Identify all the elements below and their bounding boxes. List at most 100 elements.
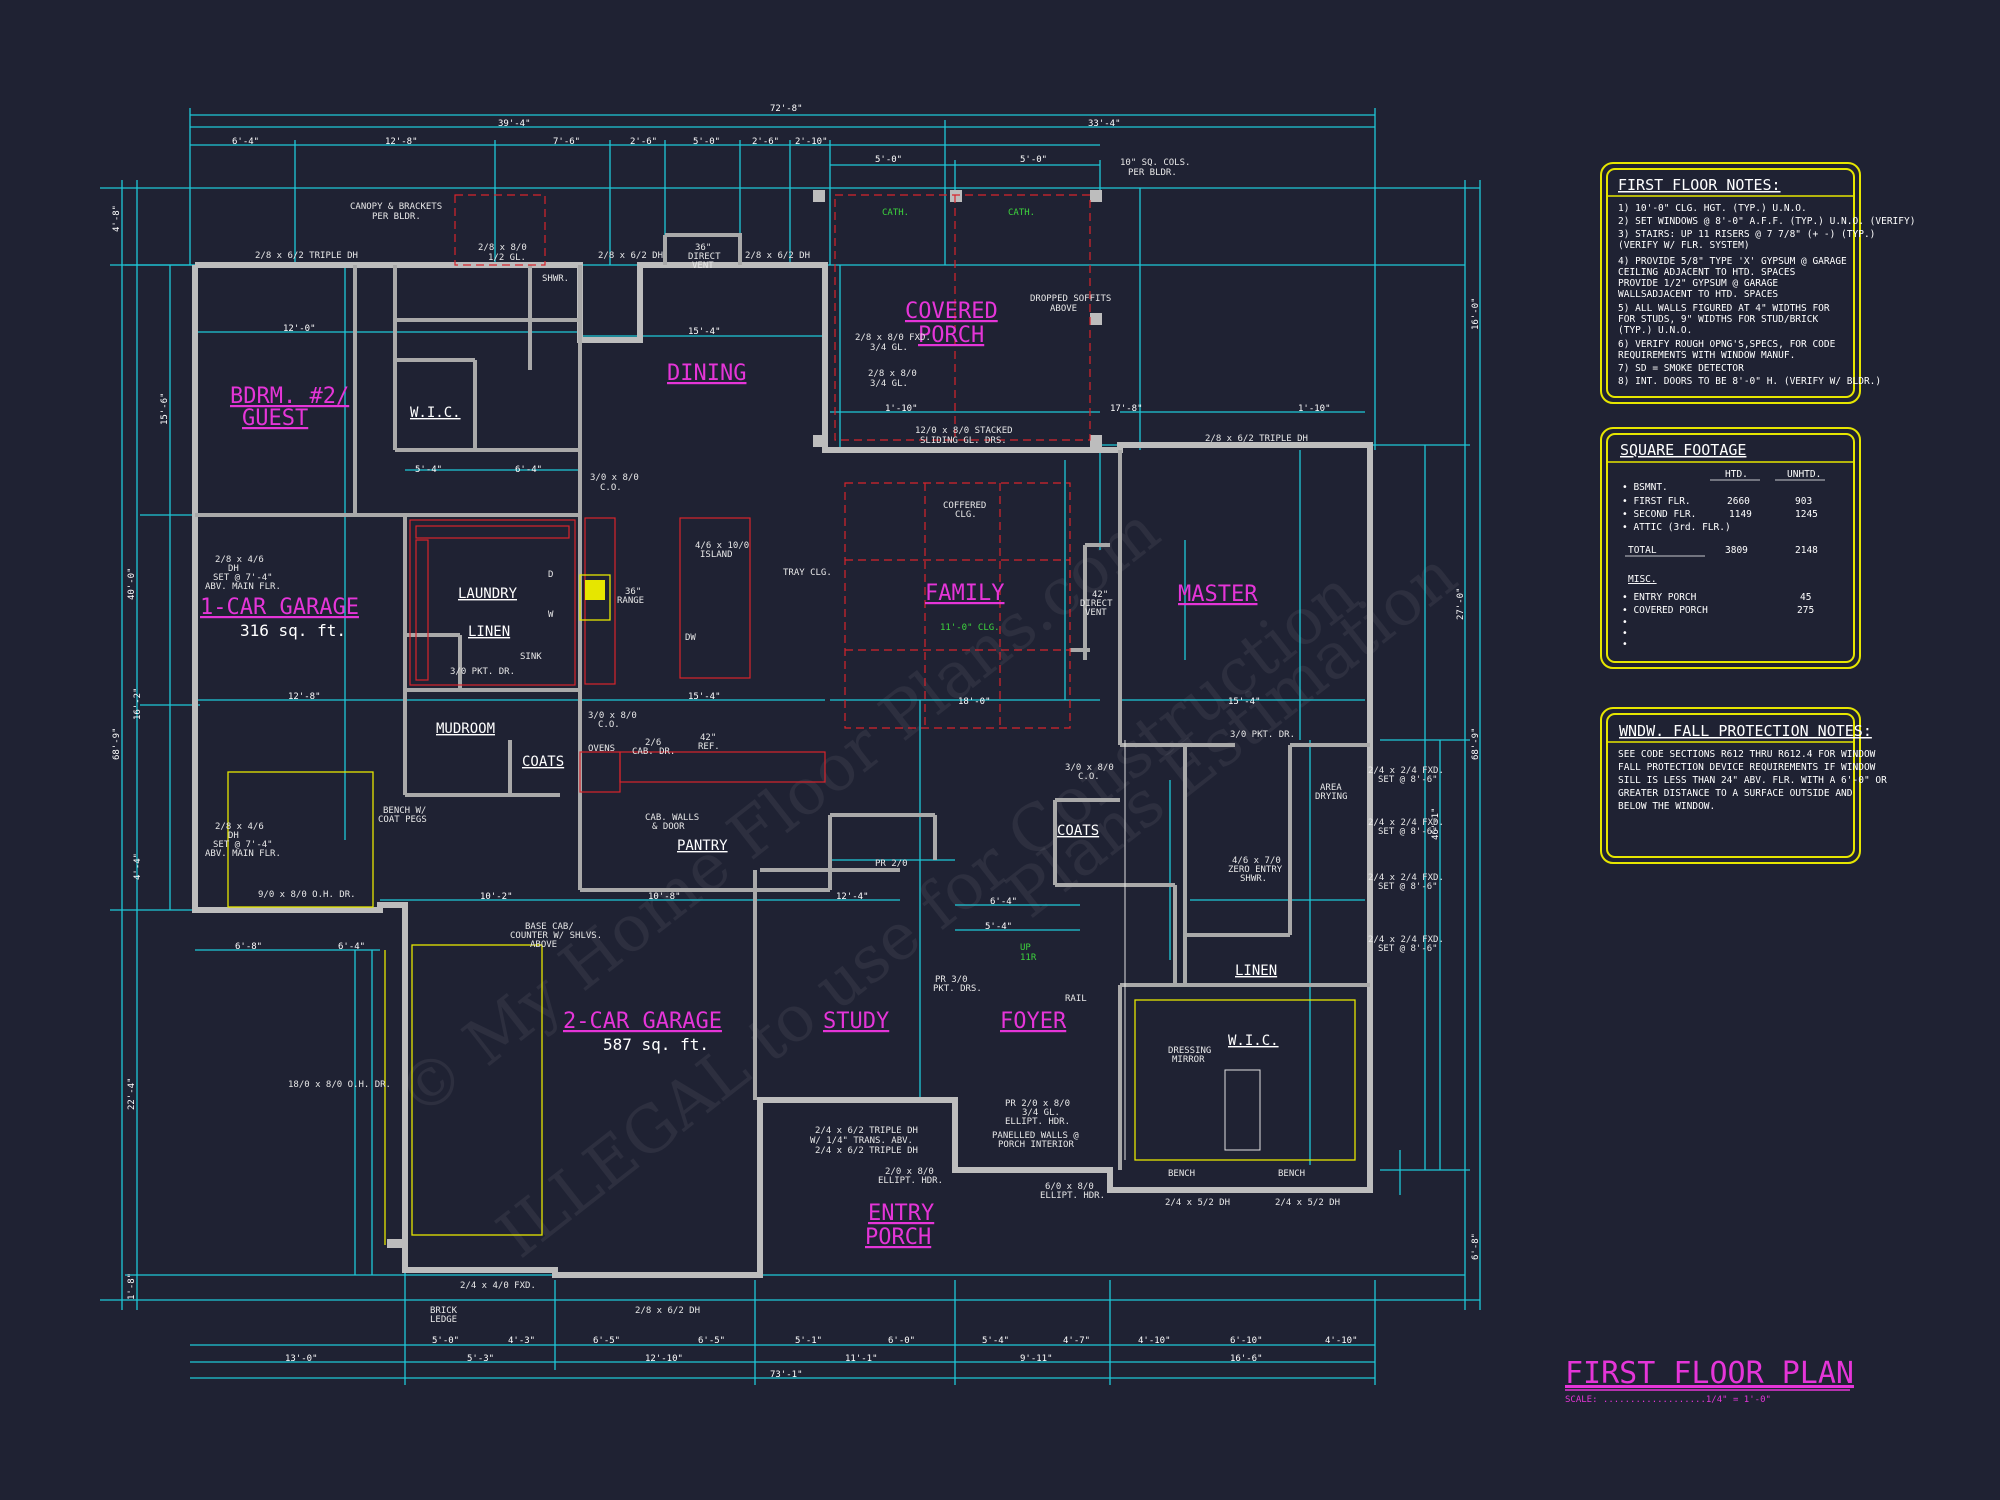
note-pocket-doors: PKT. DRS. bbox=[933, 984, 982, 994]
note-per-bldr: PER BLDR. bbox=[372, 212, 421, 222]
room-covered-porch-line1: COVERED bbox=[905, 299, 998, 324]
note-fixed-bottom: 2/4 x 4/0 FXD. bbox=[460, 1281, 536, 1291]
note-fixed-right-set-4: SET @ 8'-6" bbox=[1378, 944, 1438, 954]
note-pr30: PR 3/0 bbox=[935, 975, 968, 985]
dim-top-8: 5'-0" bbox=[875, 155, 902, 165]
first-floor-note-3b: (VERIFY W/ FLR. SYSTEM) bbox=[1618, 240, 1750, 251]
sqft-misc-blank-3: • bbox=[1622, 639, 1628, 650]
dim-bottom-b1: 5'-0" bbox=[432, 1336, 459, 1346]
note-vent: VENT bbox=[692, 261, 714, 271]
note-garage-window-2: 2/8 x 4/6 bbox=[215, 822, 264, 832]
note-base-cab-counter: COUNTER W/ SHLVS. bbox=[510, 931, 602, 941]
note-cab-walls-door: & DOOR bbox=[652, 822, 685, 832]
sqft-col-unhtd: UNHTD. bbox=[1787, 469, 1821, 480]
dim-right-1: 16'-0" bbox=[1471, 297, 1481, 330]
fall-note-2: FALL PROTECTION DEVICE REQUIREMENTS IF W… bbox=[1618, 762, 1876, 773]
dim-int-1: 12'-0" bbox=[283, 324, 316, 334]
room-covered-porch-line2: PORCH bbox=[918, 323, 984, 348]
note-co-6: C.O. bbox=[1078, 772, 1100, 782]
note-ledge: LEDGE bbox=[430, 1315, 457, 1325]
note-fixed-right-set-1: SET @ 8'-6" bbox=[1378, 775, 1438, 785]
dim-left-ll2: 16'-2" bbox=[133, 687, 143, 720]
dim-int-4: 15'-4" bbox=[688, 692, 721, 702]
note-pr-door: PR 2/0 x 8/0 bbox=[1005, 1099, 1070, 1109]
room-wic: W.I.C. bbox=[410, 405, 461, 421]
sqft-total-htd: 3809 bbox=[1725, 545, 1748, 556]
note-direct-vent-size: 36" bbox=[695, 243, 711, 253]
dim-right-total: 68'-9" bbox=[1471, 727, 1481, 760]
plan-scale: SCALE: ...................1/4" = 1'-0" bbox=[1565, 1395, 1771, 1405]
note-fixed-right-4: 2/4 x 2/4 FXD. bbox=[1368, 935, 1444, 945]
first-floor-note-3: 3) STAIRS: UP 11 RISERS @ 7 7/8" (+ -) (… bbox=[1618, 229, 1875, 240]
note-fixed-window-2: 2/8 x 8/0 bbox=[868, 369, 917, 379]
dim-int-8: 10'-8" bbox=[648, 892, 681, 902]
room-linen-2: LINEN bbox=[1235, 963, 1277, 979]
note-zero-entry: ZERO ENTRY bbox=[1228, 865, 1283, 875]
sqft-misc-entry-val: 45 bbox=[1800, 592, 1811, 603]
dim-int-18: 6'-4" bbox=[515, 465, 542, 475]
dim-right-3: 6'-8" bbox=[1471, 1233, 1481, 1260]
dim-top-left: 39'-4" bbox=[498, 119, 531, 129]
cabinets-and-ceiling bbox=[409, 194, 1091, 793]
note-brick: BRICK bbox=[430, 1306, 458, 1316]
first-floor-note-7: 7) SD = SMOKE DETECTOR bbox=[1618, 363, 1744, 374]
note-cased-opening: 3/0 x 8/0 bbox=[590, 473, 639, 483]
annotations: CANOPY & BRACKETS PER BLDR. 2/8 x 6/2 TR… bbox=[205, 158, 1444, 1325]
note-window-28-62: 2/8 x 6/2 DH bbox=[598, 251, 663, 261]
fall-notes-title: WNDW. FALL PROTECTION NOTES: bbox=[1619, 722, 1872, 740]
note-fixed-right-set-3: SET @ 8'-6" bbox=[1378, 882, 1438, 892]
note-fixed-right-3: 2/4 x 2/4 FXD. bbox=[1368, 873, 1444, 883]
garage-doors bbox=[227, 740, 1356, 1245]
note-cols: 10" SQ. COLS. bbox=[1120, 158, 1190, 168]
note-fixed-right-set-2: SET @ 8'-6" bbox=[1378, 827, 1438, 837]
note-base-cab: BASE CAB/ bbox=[525, 922, 574, 932]
room-wic-2: W.I.C. bbox=[1228, 1033, 1279, 1049]
first-floor-note-5c: (TYP.) U.N.O. bbox=[1618, 325, 1692, 336]
note-ref: REF. bbox=[698, 742, 720, 752]
room-coats-2: COATS bbox=[1057, 823, 1099, 839]
sqft-misc-blank-1: • bbox=[1622, 617, 1628, 628]
dim-right-4: 46'-1" bbox=[1431, 807, 1441, 840]
room-pantry: PANTRY bbox=[677, 838, 728, 854]
sqft-row-first-htd: 2660 bbox=[1727, 496, 1750, 507]
note-dishwasher: DW bbox=[685, 633, 696, 643]
dim-bottom-b3: 6'-5" bbox=[593, 1336, 620, 1346]
dim-top-7: 2'-10" bbox=[795, 137, 828, 147]
dim-int-3: 12'-8" bbox=[288, 692, 321, 702]
note-co-5: 3/0 x 8/0 bbox=[1065, 763, 1114, 773]
square-footage-panel: SQUARE FOOTAGE HTD. UNHTD. • BSMNT. • FI… bbox=[1600, 427, 1861, 669]
room-dining: DINING bbox=[667, 361, 746, 386]
note-above: ABOVE bbox=[1050, 304, 1077, 314]
room-foyer: FOYER bbox=[1000, 1009, 1067, 1034]
note-porch-interior: PORCH INTERIOR bbox=[998, 1140, 1074, 1150]
dim-top-3: 7'-6" bbox=[553, 137, 580, 147]
dim-bottom-b12: 5'-3" bbox=[467, 1354, 494, 1364]
dim-int-13: 6'-4" bbox=[990, 897, 1017, 907]
note-panelled: PANELLED WALLS @ bbox=[992, 1131, 1079, 1141]
dim-int-14: 1'-10" bbox=[885, 404, 918, 414]
sqft-misc-entry: • ENTRY PORCH bbox=[1622, 592, 1697, 603]
room-bdrm2-line2: GUEST bbox=[242, 406, 308, 431]
note-fixed-glass: 3/4 GL. bbox=[870, 343, 908, 353]
note-washer: W bbox=[548, 610, 554, 620]
dim-top-6: 2'-6" bbox=[752, 137, 779, 147]
sqft-row-first: • FIRST FLR. bbox=[1622, 496, 1691, 507]
first-floor-note-5: 5) ALL WALLS FIGURED AT 4" WIDTHS FOR bbox=[1618, 303, 1830, 314]
dim-int-15: 17'-8" bbox=[1110, 404, 1143, 414]
note-sliding-doors: 12/0 x 8/0 STACKED bbox=[915, 426, 1013, 436]
room-laundry: LAUNDRY bbox=[458, 586, 518, 602]
dim-bottom-4: 9'-11" bbox=[1020, 1354, 1053, 1364]
note-ref-size: 42" bbox=[700, 733, 716, 743]
sqft-misc: MISC. bbox=[1628, 574, 1657, 585]
note-elliptical: ELLIPT. HDR. bbox=[878, 1176, 943, 1186]
square-footage-title: SQUARE FOOTAGE bbox=[1620, 441, 1746, 459]
dim-bottom-b4: 6'-5" bbox=[698, 1336, 725, 1346]
dim-int-12: 5'-4" bbox=[985, 922, 1012, 932]
sqft-misc-porch: • COVERED PORCH bbox=[1622, 605, 1708, 616]
note-overhead-door: 9/0 x 8/0 O.H. DR. bbox=[258, 890, 356, 900]
dim-int-7: 10'-2" bbox=[480, 892, 513, 902]
note-shower: SHWR. bbox=[542, 274, 569, 284]
note-garage-dh: DH bbox=[228, 564, 239, 574]
first-floor-note-4: 4) PROVIDE 5/8" TYPE 'X' GYPSUM @ GARAGE bbox=[1618, 256, 1847, 267]
